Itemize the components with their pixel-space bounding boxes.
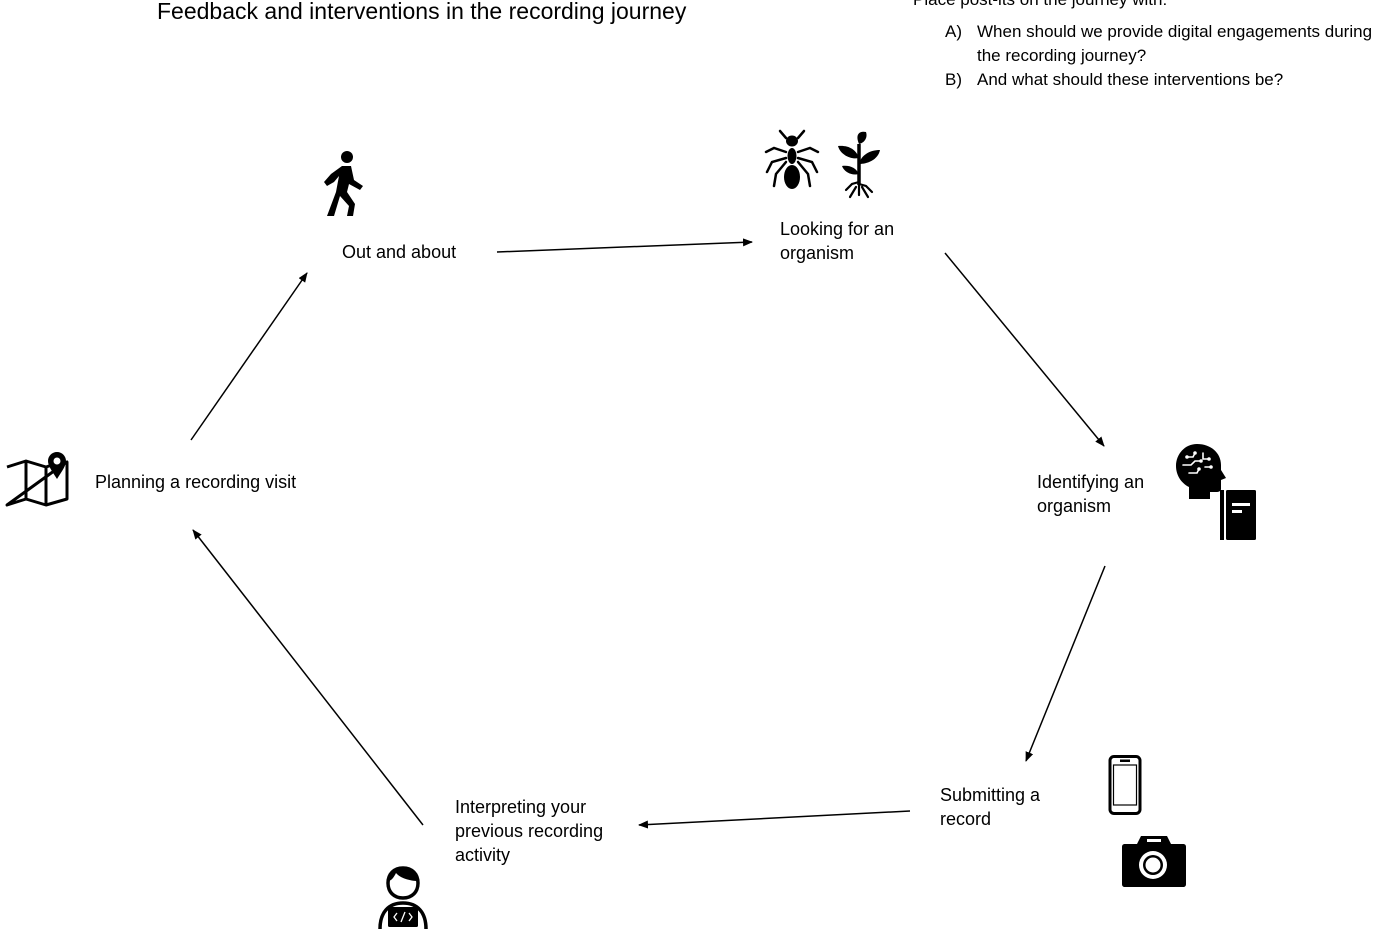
page-title: Feedback and interventions in the record… [157, 0, 687, 24]
arrow-out-to-looking [496, 238, 753, 253]
instruction-item-b: B) And what should these interventions b… [945, 68, 1373, 92]
instructions-list: A) When should we provide digital engage… [913, 20, 1373, 92]
arrow-identifying-to-submitting [1025, 565, 1106, 762]
plant-icon [838, 131, 880, 199]
node-out-and-about-label: Out and about [342, 242, 457, 262]
node-planning-label: Planning a recording visit [95, 472, 297, 492]
instruction-item-a: A) When should we provide digital engage… [945, 20, 1373, 68]
smartphone-icon [1108, 755, 1142, 815]
node-looking-label: Looking for an organism [780, 219, 895, 263]
instruction-marker: A) [945, 22, 962, 41]
node-identifying-label: Identifying an organism [1037, 472, 1145, 516]
instructions-box: Place post-its on the journey with: A) W… [913, 0, 1373, 92]
arrow-submitting-to-interpreting [638, 810, 911, 829]
arrow-looking-to-identifying [944, 252, 1105, 447]
arrow-planning-to-out [190, 272, 308, 441]
node-interpreting-label: Interpreting your previous recording act… [455, 797, 604, 865]
camera-icon [1122, 836, 1186, 887]
brain-head-icon [1176, 444, 1226, 499]
instruction-text: And what should these interventions be? [977, 70, 1284, 89]
person-laptop-icon [378, 866, 428, 929]
walking-person-icon [324, 151, 363, 216]
instruction-marker: B) [945, 70, 962, 89]
notebook-icon [1220, 490, 1256, 540]
map-pin-icon [5, 452, 69, 507]
ant-icon [764, 129, 820, 189]
arrow-interpreting-to-planning [192, 529, 424, 826]
instruction-text: When should we provide digital engagemen… [977, 22, 1373, 65]
node-submitting-label: Submitting a record [940, 785, 1041, 829]
instructions-lead: Place post-its on the journey with: [913, 0, 1373, 12]
